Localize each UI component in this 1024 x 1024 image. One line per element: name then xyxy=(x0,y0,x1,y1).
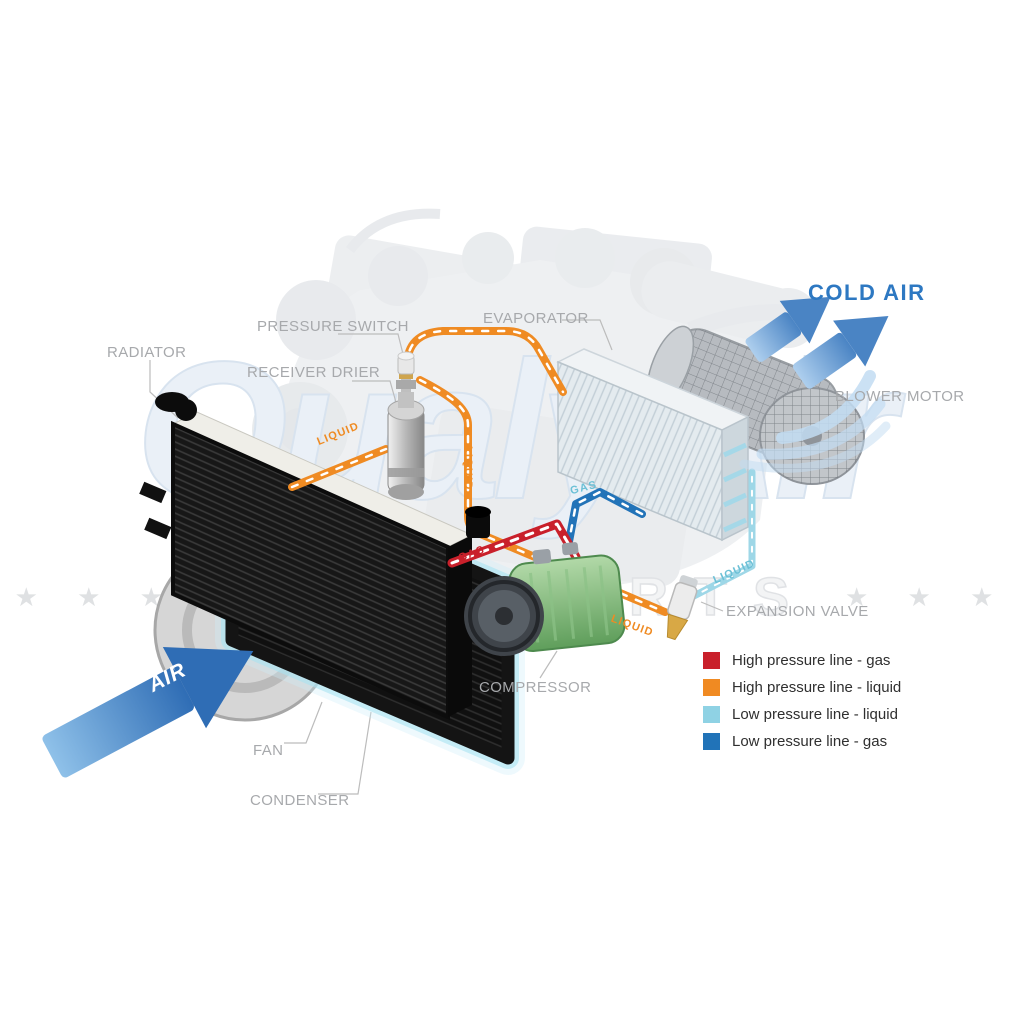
connector-pressure-switch xyxy=(338,333,404,355)
legend-label-high-pressure-gas: High pressure line - gas xyxy=(732,652,891,669)
legend-item-high-liquid: High pressure line - liquid xyxy=(703,679,901,696)
air-arrow xyxy=(42,646,254,778)
legend-item-low-gas: Low pressure line - gas xyxy=(703,733,901,750)
radiator-bracket-lower xyxy=(144,517,172,540)
watermark-stars-right: ★ ★ ★ xyxy=(845,581,1010,612)
cold-air-arrow-2 xyxy=(792,316,889,389)
receiver-drier xyxy=(387,392,425,500)
pipe-label-liquid-drier-down: LIQUID xyxy=(462,446,474,491)
legend-item-low-liquid: Low pressure line - liquid xyxy=(703,706,901,723)
connector-expansion-valve xyxy=(700,601,724,612)
evaporator xyxy=(556,348,750,542)
label-cold-air: COLD AIR xyxy=(808,280,926,305)
label-pressure-switch: PRESSURE SWITCH xyxy=(257,318,409,335)
pressure-switch xyxy=(396,351,416,392)
connector-receiver-drier xyxy=(352,380,398,407)
legend-swatch-high-pressure-gas xyxy=(703,652,720,669)
legend-swatch-low-pressure-gas xyxy=(703,733,720,750)
connector-condenser xyxy=(318,711,372,795)
label-compressor: COMPRESSOR xyxy=(479,679,592,696)
connector-evaporator xyxy=(562,319,613,351)
label-evaporator: EVAPORATOR xyxy=(483,310,589,327)
radiator-bracket-upper xyxy=(139,481,167,504)
condenser-filler-neck xyxy=(465,506,491,538)
legend-label-high-pressure-liquid: High pressure line - liquid xyxy=(732,679,902,696)
low-pressure-gas-line xyxy=(564,488,646,551)
low-pressure-liquid-line xyxy=(686,468,756,602)
label-expansion-valve: EXPANSION VALVE xyxy=(726,603,869,620)
legend-swatch-high-pressure-liquid xyxy=(703,679,720,696)
radiator-end-tank xyxy=(448,535,472,717)
connector-compressor xyxy=(539,650,558,679)
cold-air-arrow-1 xyxy=(745,296,831,362)
compressor xyxy=(464,542,626,656)
label-condenser: CONDENSER xyxy=(250,792,350,809)
connector-fan xyxy=(284,701,323,744)
label-fan: FAN xyxy=(253,742,284,759)
label-receiver-drier: RECEIVER DRIER xyxy=(247,364,381,381)
label-blower-motor: BLOWER MOTOR xyxy=(835,388,965,405)
legend-swatch-low-pressure-liquid xyxy=(703,706,720,723)
expansion-valve xyxy=(666,575,698,641)
legend-label-low-pressure-gas: Low pressure line - gas xyxy=(732,733,888,750)
watermark-stars-left: ★ ★ ★ xyxy=(14,581,179,612)
label-radiator: RADIATOR xyxy=(107,344,187,361)
cold-air-swoosh xyxy=(739,370,891,473)
legend: High pressure line - gas High pressure l… xyxy=(703,652,901,760)
legend-label-low-pressure-liquid: Low pressure line - liquid xyxy=(732,706,898,723)
legend-item-high-gas: High pressure line - gas xyxy=(703,652,901,669)
radiator xyxy=(139,392,474,721)
evaporator-coil xyxy=(722,442,748,533)
